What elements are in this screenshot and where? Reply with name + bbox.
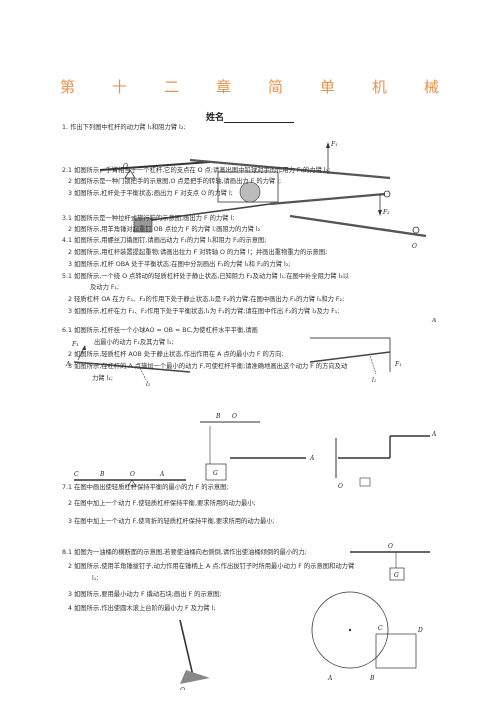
question-6-3b: 力臂 l₁; [92, 375, 113, 382]
q3-pull-rod [151, 203, 271, 221]
question-5-1b: 及动力 F₁; [90, 284, 120, 291]
question-7-1: 7.1 在图中画出使轻质杠杆保持平衡的最小的力 F 的示意图; [62, 484, 229, 491]
question-6-1: 6.1 如图所示,杠杆挂一个小球AO = OB = BC,为使杠杆水平平衡,请画 [62, 327, 258, 334]
q1-label-f1: F₁ [330, 141, 338, 148]
question-2-1: 2.1 如图所示，手臂相当于一个杠杆,它的支点在 O 点;请画出图中铅球对手的作… [62, 167, 331, 174]
q1-figures: O F₁ F₂ [99, 141, 391, 216]
q8-label-b: B [369, 675, 375, 682]
title-char: 第 [60, 78, 77, 96]
q5-label-a: A [431, 318, 437, 324]
q2-q3-figures: O [133, 203, 427, 250]
question-4-3: 3 如图所示,杠杆 OBA 处于平衡状态;在图中分别画出 F₁的力臂 l₁和 F… [68, 261, 291, 268]
title-char: 机 [371, 78, 388, 96]
q1-f2-arrow [378, 210, 382, 216]
question-6-2: 2 如图所示,轻质杠杆 AOB 处于静止状态,作出作用在 A 点的最小力 F 的… [68, 351, 284, 358]
q1-rod [269, 192, 386, 206]
title-char: 械 [423, 78, 440, 96]
question-6-1b: 出最小的动力 F₁及其力臂 l₁; [94, 339, 174, 346]
question-8-4: 4 如图所示,作出使圆木滚上台阶的最小力 F 及力臂 l; [68, 605, 216, 612]
q8-label-c: C [378, 625, 383, 632]
q8-figures: O G O C D A B [179, 543, 430, 690]
q5-label-l1: l₁ [372, 377, 376, 384]
q6-left-lever [73, 361, 191, 373]
question-5-3: 3 如图所示,杠杆在力 F₁、F₂作用下处于平衡状态,l₁为 F₁的力臂;请在图… [68, 308, 340, 315]
q5-label-f1: F₁ [394, 361, 402, 368]
q7-label-g: G [213, 470, 218, 477]
q5-q6-figures: A F₁ l₁ l₁ F₁ A [65, 318, 437, 388]
q8-label-g: G [394, 572, 399, 579]
q8-rock [180, 670, 210, 684]
q7-label-o2: O [232, 413, 237, 420]
q7-fulcrum-1 [127, 479, 137, 487]
title-char: 十 [111, 78, 128, 96]
question-3-2: 2 如图所示,用羊角锤对起重钉 OB 点拉力 F 的力臂 l;画阻力的力臂 l₂ [68, 226, 261, 233]
q1-fulcrum [124, 169, 136, 179]
question-3-1: 3.1 如图所示是一种拉杆式旅行箱的示意图,画出力 F 的力臂 l; [62, 215, 235, 222]
question-4-2: 2 如图所示,用杠杆装置提起重物;请画出拉力 F 对转轴 O 的力臂 l；并画出… [68, 249, 328, 256]
name-label: 姓名 [206, 113, 225, 123]
question-8-3: 3 如图所示,要用最小动力 F 撬动石块;画出 F 的示意图; [68, 591, 222, 598]
q1-ball [239, 181, 261, 203]
q5-l1-line [369, 355, 377, 375]
q3-claw [412, 226, 420, 234]
question-5-2: 2 轻质杠杆 OA 在力 F₁、F₂的作用下处于静止状态,l₂是 F₂的力臂;在… [68, 296, 345, 303]
q1-force-arrow [326, 142, 330, 148]
question-2-2: 2 如图所示是一种门锁把手的示意图,O 点是把手的转轴,请画出力 F 的力臂 l… [68, 178, 282, 185]
title-char: 二 [163, 78, 180, 96]
title-char: 单 [319, 78, 336, 96]
q6-label-f1: F₁ [71, 341, 79, 348]
question-8-1: 8.1 如图为一油桶的横断面的示意图,若要使油桶向右侧倒,请作出使油桶倾倒的最小… [62, 549, 307, 556]
q7-label-a3: A [431, 431, 437, 438]
q6-f1-arrow [82, 345, 86, 350]
student-name-field[interactable]: 姓名 [206, 110, 295, 123]
q8-label-d: D [417, 627, 423, 634]
q1-pivot [383, 190, 391, 198]
question-7-2: 2 在图中加上一个动力 F,使轻质杠杆保持平衡,要求所用的动力最小; [68, 500, 256, 507]
q7-weight-g [205, 463, 227, 481]
chapter-title: 第 十 二 章 简 单 机 械 [60, 76, 440, 97]
q8-pry-bar [179, 619, 195, 681]
q6-label-l1: l₁ [146, 381, 150, 388]
q7-small-weight [359, 477, 371, 487]
q7-label-c: C [74, 471, 79, 478]
q8-label-a: A [327, 675, 333, 682]
q1-label-f2: F₂ [382, 209, 390, 216]
q7-label-o3: O [338, 483, 343, 490]
q7-label-b: B [99, 471, 105, 478]
name-blank[interactable] [224, 113, 295, 123]
question-1: 1. 作出下列图中杠杆的动力臂 l₁和阻力臂 l₂; [62, 124, 186, 131]
q8-log-center [348, 628, 352, 632]
question-5-1: 5.1 如图所示,一个绕 O 点转动的轻质杠杆处于静止状态,已知阻力 F₂及动力… [62, 273, 350, 280]
q3-hammer-handle [289, 214, 427, 238]
question-8-2: 2 如图所示,使用羊角锤拔钉子,动力作用在锤柄上 A 点;作出拔钉子时所用最小动… [68, 563, 355, 570]
question-6-3: 3 如图所示,在杠杆的 A 点施加一个最小的动力 F,可使杠杆平衡;请准确地画出… [68, 363, 348, 370]
title-char: 章 [215, 78, 232, 96]
q7-label-b2: B [215, 413, 221, 420]
question-7-3: 3 在图中加上一个动力 F,使弯折的轻质杠杆保持平衡,要求所用的动力最小; [68, 518, 275, 525]
question-2-3: 3 如图所示,杠杆处于平衡状态;画出力 F 对支点 O 的力臂 l; [68, 190, 233, 197]
title-char: 简 [267, 78, 284, 96]
q3-label-o: O [412, 243, 417, 250]
q6-label-a: A [65, 361, 71, 368]
question-4-1: 4.1 如图所示,用螺丝刀撬图钉,请画出动力 F₁的力臂 l₁和阻力 F₂的示意… [62, 237, 267, 244]
q8-label-o2: O [180, 687, 185, 690]
q7-label-a2: A [309, 455, 315, 462]
q1-label-o: O [123, 163, 128, 170]
q3-suitcase [133, 217, 153, 233]
q7-label-a: A [159, 471, 165, 478]
q8-log [311, 591, 389, 669]
q8-step [375, 633, 417, 669]
q5-right-lever [309, 351, 391, 363]
q8-weight-g [389, 567, 405, 581]
q1-lever-1 [99, 161, 211, 171]
q1-plank [189, 158, 391, 180]
question-8-2b: l₁; [92, 575, 99, 582]
q7-label-o: O [130, 471, 135, 478]
q6-l1-line [139, 367, 147, 381]
q7-figures: C B O A B O G A A O [74, 413, 437, 490]
q8-label-o: O [388, 543, 393, 550]
